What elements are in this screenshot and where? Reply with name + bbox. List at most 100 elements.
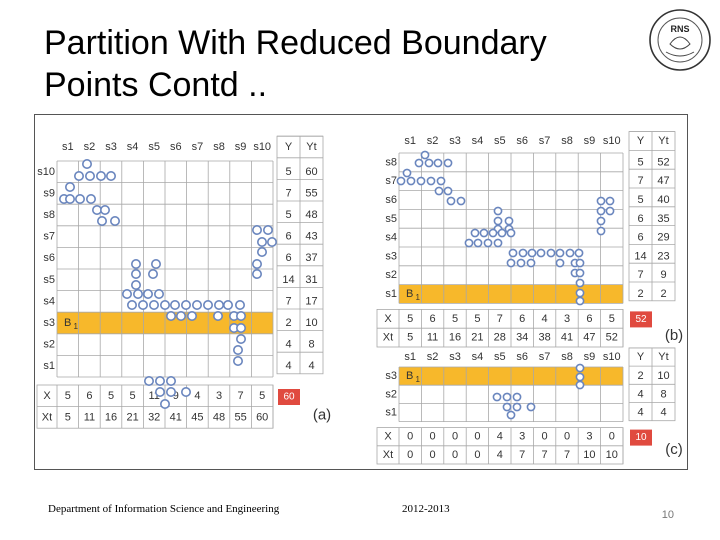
x-label: X	[384, 431, 392, 443]
boundary-point-marker	[396, 176, 406, 186]
boundary-point-marker	[516, 258, 526, 268]
xt-value: 11	[427, 332, 438, 344]
x-value: 5	[474, 313, 480, 325]
y-value: 7	[285, 187, 291, 199]
boundary-point-marker	[149, 300, 160, 311]
xt-value: 10	[583, 449, 595, 461]
boundary-point-marker	[512, 392, 522, 402]
boundary-point-marker	[565, 248, 575, 258]
xt-value: 21	[126, 411, 138, 423]
boundary-point-marker	[488, 228, 498, 238]
boundary-point-marker	[95, 170, 106, 181]
boundary-point-marker	[575, 363, 585, 373]
xt-value: 47	[583, 332, 595, 344]
boundary-point-marker	[81, 158, 92, 169]
boundary-point-marker	[575, 268, 585, 278]
boundary-point-marker	[555, 248, 565, 258]
column-header: s5	[494, 351, 506, 363]
boundary-point-marker	[574, 248, 584, 258]
column-header: s2	[84, 141, 96, 153]
boundary-point-marker	[575, 278, 585, 288]
boundary-point-marker	[127, 300, 138, 311]
y-value: 5	[637, 194, 643, 206]
boundary-point-marker	[402, 168, 412, 178]
row-label: s2	[43, 339, 55, 351]
xt-value: 11	[84, 411, 95, 423]
y-value: 4	[285, 360, 291, 372]
footer-year: 2012-2013	[402, 503, 450, 515]
column-header: s10	[603, 135, 621, 147]
row-label: s4	[385, 232, 397, 244]
x-value: 7	[238, 390, 244, 402]
xt-value: 10	[606, 449, 618, 461]
boundary-point-marker	[181, 386, 192, 397]
figure-caption: (b)	[665, 327, 683, 344]
slide-title: Partition With Reduced Boundary Points C…	[44, 24, 547, 104]
yt-value: 55	[305, 187, 317, 199]
column-header: s10	[253, 141, 271, 153]
boundary-point-marker	[456, 196, 466, 206]
y-value: 5	[285, 166, 291, 178]
x-value: 3	[586, 431, 592, 443]
x-value: 5	[259, 390, 265, 402]
column-header: s4	[472, 351, 484, 363]
boundary-point-marker	[527, 248, 537, 258]
boundary-point-marker	[536, 248, 546, 258]
boundary-point-marker	[85, 194, 96, 205]
row-label: s5	[43, 274, 55, 286]
x-value: 0	[407, 431, 413, 443]
x-value: 5	[65, 390, 71, 402]
x-value: 3	[564, 313, 570, 325]
boundary-point-marker	[267, 237, 278, 248]
total-value: 52	[635, 314, 647, 325]
xt-value: 45	[191, 411, 203, 423]
boundary-point-marker	[176, 311, 187, 322]
yt-value: 29	[657, 232, 669, 244]
column-header: s7	[539, 135, 551, 147]
xt-value: 60	[256, 411, 268, 423]
boundary-point-marker	[84, 170, 95, 181]
row-label: s4	[43, 295, 55, 307]
boundary-point-marker	[233, 345, 244, 356]
boundary-point-marker	[555, 258, 565, 268]
x-value: 0	[430, 431, 436, 443]
x-value: 0	[542, 431, 548, 443]
boundary-point-marker	[166, 311, 177, 322]
row-label: s3	[385, 370, 397, 382]
total-value: 60	[283, 392, 295, 403]
column-header: s10	[603, 351, 621, 363]
yt-value: 48	[305, 209, 317, 221]
total-badge	[630, 429, 652, 446]
row-label: s6	[385, 194, 397, 206]
x-value: 11	[148, 390, 159, 402]
boundary-point-marker	[144, 375, 155, 386]
xt-value: 21	[471, 332, 483, 344]
boundary-point-marker	[506, 410, 516, 420]
xt-value: 34	[516, 332, 528, 344]
y-value: 6	[637, 232, 643, 244]
row-label: s7	[43, 231, 55, 243]
column-header: s8	[213, 141, 225, 153]
boundary-point-marker	[160, 300, 171, 311]
yt-value: 17	[305, 295, 317, 307]
column-header: s3	[449, 351, 461, 363]
column-header: s8	[561, 135, 573, 147]
yt-header: Yt	[306, 141, 316, 153]
boundary-point-marker	[596, 196, 606, 206]
boundary-point-marker	[575, 288, 585, 298]
row-label: s1	[43, 360, 55, 372]
x-value: 4	[194, 390, 200, 402]
y-value: 6	[285, 252, 291, 264]
boundary-point-marker	[236, 323, 247, 334]
boundary-point-marker	[73, 170, 84, 181]
x-value: 4	[497, 431, 503, 443]
boundary-point-marker	[483, 238, 493, 248]
x-value: 0	[452, 431, 458, 443]
x-value: 7	[497, 313, 503, 325]
boundary-point-marker	[575, 258, 585, 268]
xt-value: 4	[497, 449, 503, 461]
boundary-point-marker	[434, 186, 444, 196]
row-label: s1	[385, 407, 397, 419]
x-value: 0	[564, 431, 570, 443]
row-label: s6	[43, 252, 55, 264]
